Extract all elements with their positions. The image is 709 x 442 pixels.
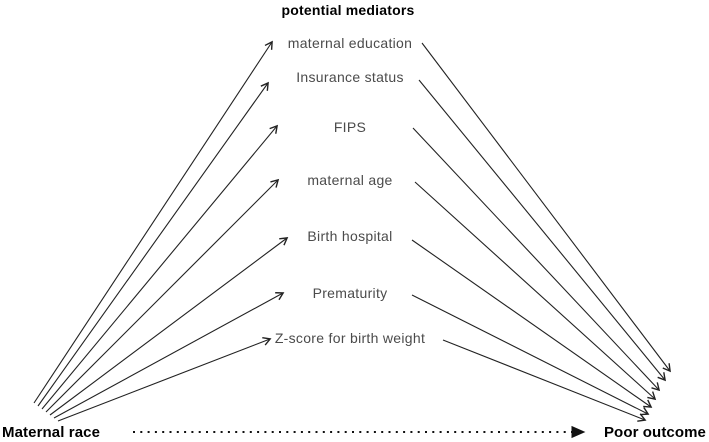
arrow-mediator-6-to-target xyxy=(442,339,647,422)
source-node-maternal-race: Maternal race xyxy=(2,424,101,441)
arrow-source-to-mediator-6 xyxy=(57,337,272,422)
arrow-mediator-1-to-target xyxy=(418,79,667,382)
target-node-poor-outcome: Poor outcome xyxy=(603,424,706,441)
arrow-mediator-3-to-target xyxy=(414,181,657,401)
mediator-label-zscore-birth-weight: Z-score for birth weight xyxy=(274,330,426,346)
arrow-source-to-mediator-0 xyxy=(33,40,273,404)
arrow-mediator-0-to-target xyxy=(421,42,671,373)
arrow-source-to-mediator-4 xyxy=(49,237,289,416)
arrow-mediator-5-to-target xyxy=(411,294,650,416)
arrow-mediator-4-to-target xyxy=(411,239,653,408)
mediator-label-fips: FIPS xyxy=(333,119,367,135)
arrow-mediator-2-to-target xyxy=(412,127,661,392)
mediator-label-birth-hospital: Birth hospital xyxy=(307,228,393,244)
arrow-source-to-mediator-3 xyxy=(45,178,280,413)
arrow-source-to-mediator-1 xyxy=(37,81,269,407)
mediator-label-maternal-education: maternal education xyxy=(287,35,413,51)
arrow-source-to-mediator-2 xyxy=(41,124,279,410)
mediator-label-prematurity: Prematurity xyxy=(312,285,388,301)
mediation-arrows-group xyxy=(33,40,671,422)
arrow-source-to-mediator-5 xyxy=(53,292,285,419)
mediator-label-maternal-age: maternal age xyxy=(307,172,393,188)
mediator-label-insurance-status: Insurance status xyxy=(296,69,404,85)
diagram-title: potential mediators xyxy=(281,2,415,18)
